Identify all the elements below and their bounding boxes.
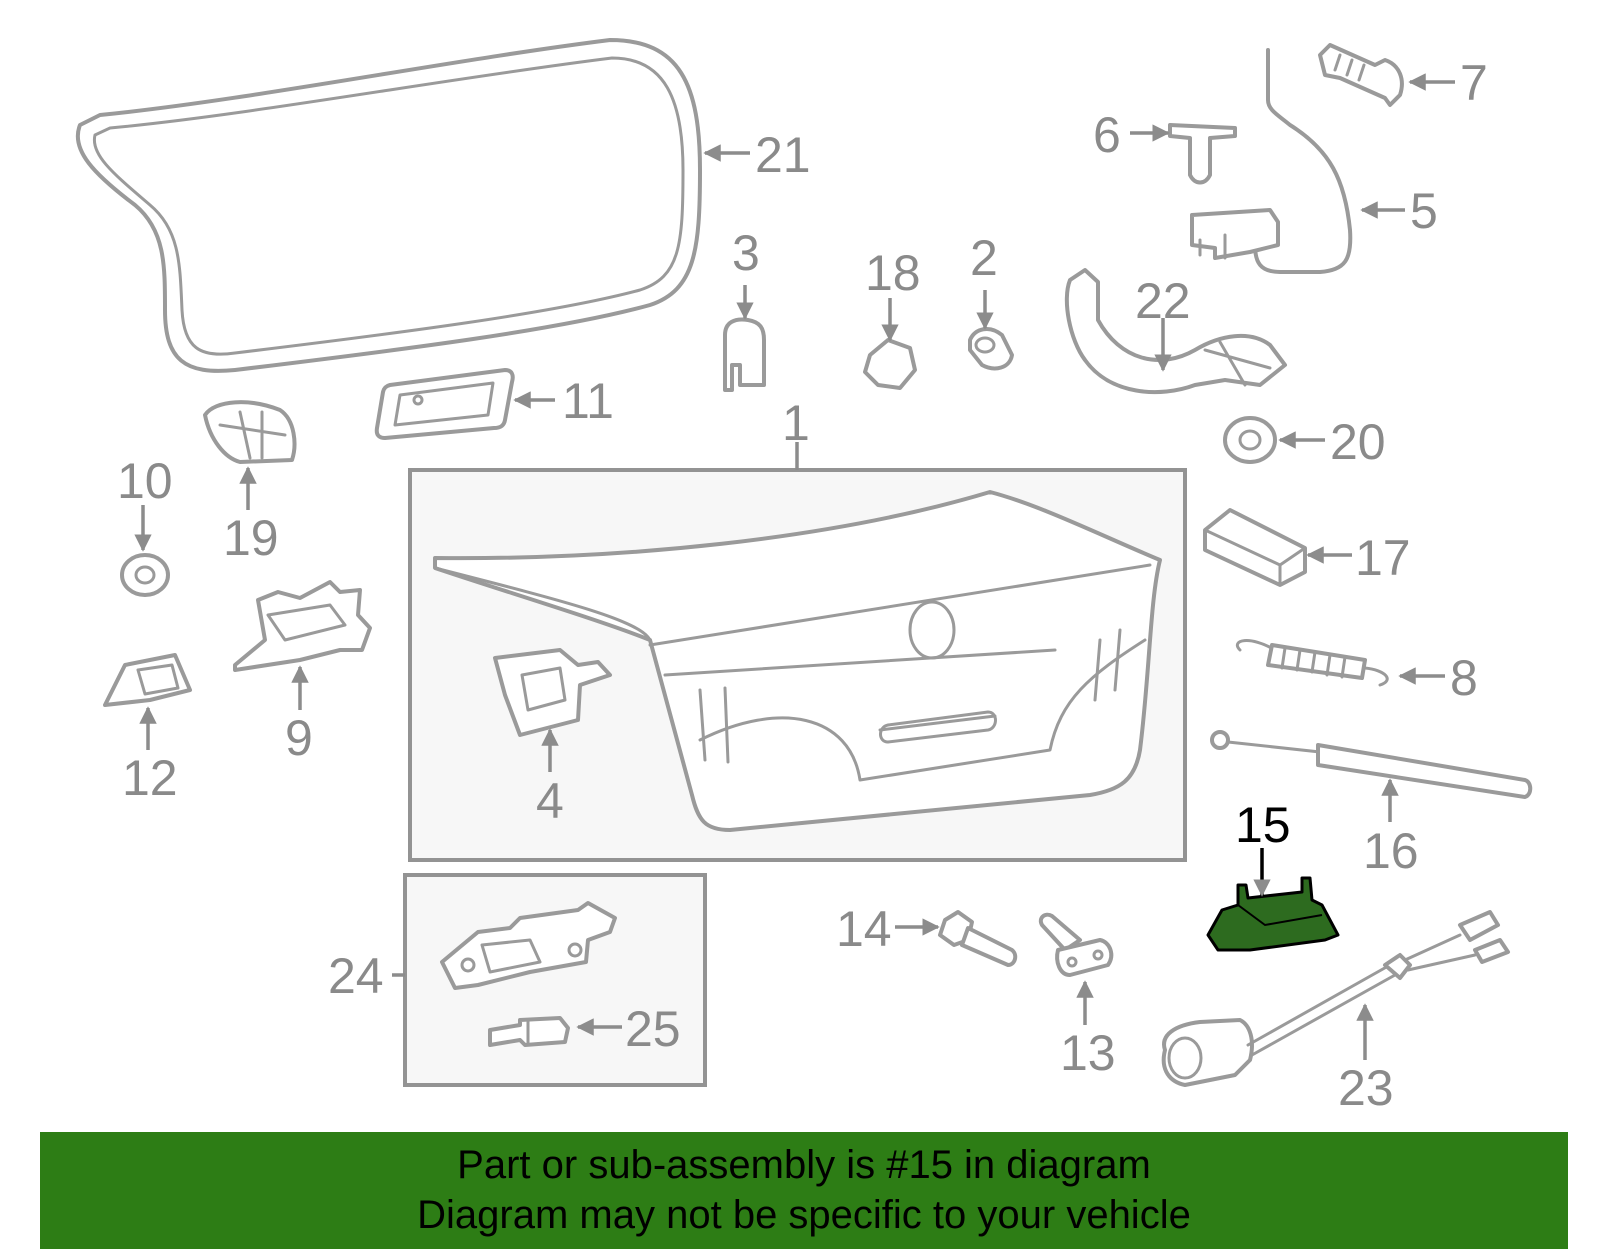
part-1-trunk-lid[interactable] [433, 490, 1162, 832]
callout-14[interactable]: 14 [836, 901, 892, 957]
callout-3[interactable]: 3 [732, 225, 760, 281]
callout-15[interactable]: 15 [1235, 797, 1291, 853]
part-19-cover[interactable] [203, 400, 297, 464]
callout-21[interactable]: 21 [755, 127, 811, 183]
callout-11[interactable]: 11 [562, 373, 614, 429]
callout-6[interactable]: 6 [1093, 107, 1121, 163]
callout-19[interactable]: 19 [223, 510, 279, 566]
part-18-bumper[interactable] [863, 338, 917, 390]
part-4-bracket[interactable] [493, 648, 612, 737]
part-6-push-clip[interactable] [1168, 123, 1237, 185]
part-14-bolt[interactable] [938, 910, 1018, 967]
part-5-rod-lock[interactable] [1190, 48, 1353, 274]
part-13-stud[interactable] [1038, 912, 1114, 977]
callout-20[interactable]: 20 [1330, 414, 1386, 470]
callout-22[interactable]: 22 [1135, 273, 1191, 329]
part-7-bolt[interactable] [1318, 43, 1404, 107]
callout-4[interactable]: 4 [536, 773, 564, 829]
part-25-bulb[interactable] [488, 1016, 570, 1047]
part-22-handle[interactable] [1064, 268, 1287, 395]
part-2-cap[interactable] [968, 327, 1014, 371]
part-8-spring[interactable] [1236, 639, 1389, 687]
callout-9[interactable]: 9 [285, 710, 313, 766]
part-24-license-lamp[interactable] [440, 901, 617, 990]
callout-2[interactable]: 2 [970, 230, 998, 286]
part-3-clip[interactable] [723, 317, 766, 392]
callout-10[interactable]: 10 [117, 453, 173, 509]
callout-25[interactable]: 25 [625, 1001, 681, 1057]
part-9-bracket[interactable] [233, 580, 372, 672]
callout-12[interactable]: 12 [122, 750, 178, 806]
callout-5[interactable]: 5 [1410, 183, 1438, 239]
info-banner: Part or sub-assembly is #15 in diagram D… [40, 1132, 1568, 1249]
part-11-lamp-housing[interactable] [374, 368, 515, 440]
part-17-pad[interactable] [1203, 508, 1307, 587]
callout-1[interactable]: 1 [782, 395, 810, 451]
banner-line-2: Diagram may not be specific to your vehi… [417, 1193, 1191, 1237]
part-16-strut[interactable] [1210, 730, 1533, 799]
part-23-camera-harness[interactable] [1161, 910, 1510, 1087]
part-21-weatherstrip[interactable] [75, 38, 702, 373]
callout-23[interactable]: 23 [1338, 1060, 1394, 1116]
callout-7[interactable]: 7 [1460, 55, 1488, 111]
callout-17[interactable]: 17 [1355, 530, 1411, 586]
banner-line-1: Part or sub-assembly is #15 in diagram [457, 1143, 1151, 1187]
part-10-grommet[interactable] [120, 553, 170, 597]
part-20-grommet[interactable] [1223, 416, 1277, 464]
callout-13[interactable]: 13 [1060, 1025, 1116, 1081]
callout-16[interactable]: 16 [1363, 823, 1419, 879]
callout-24[interactable]: 24 [328, 948, 384, 1004]
callout-8[interactable]: 8 [1450, 650, 1478, 706]
callout-18[interactable]: 18 [865, 245, 921, 301]
part-15-highlighted[interactable] [1206, 876, 1340, 952]
part-12-pad[interactable] [103, 653, 192, 707]
